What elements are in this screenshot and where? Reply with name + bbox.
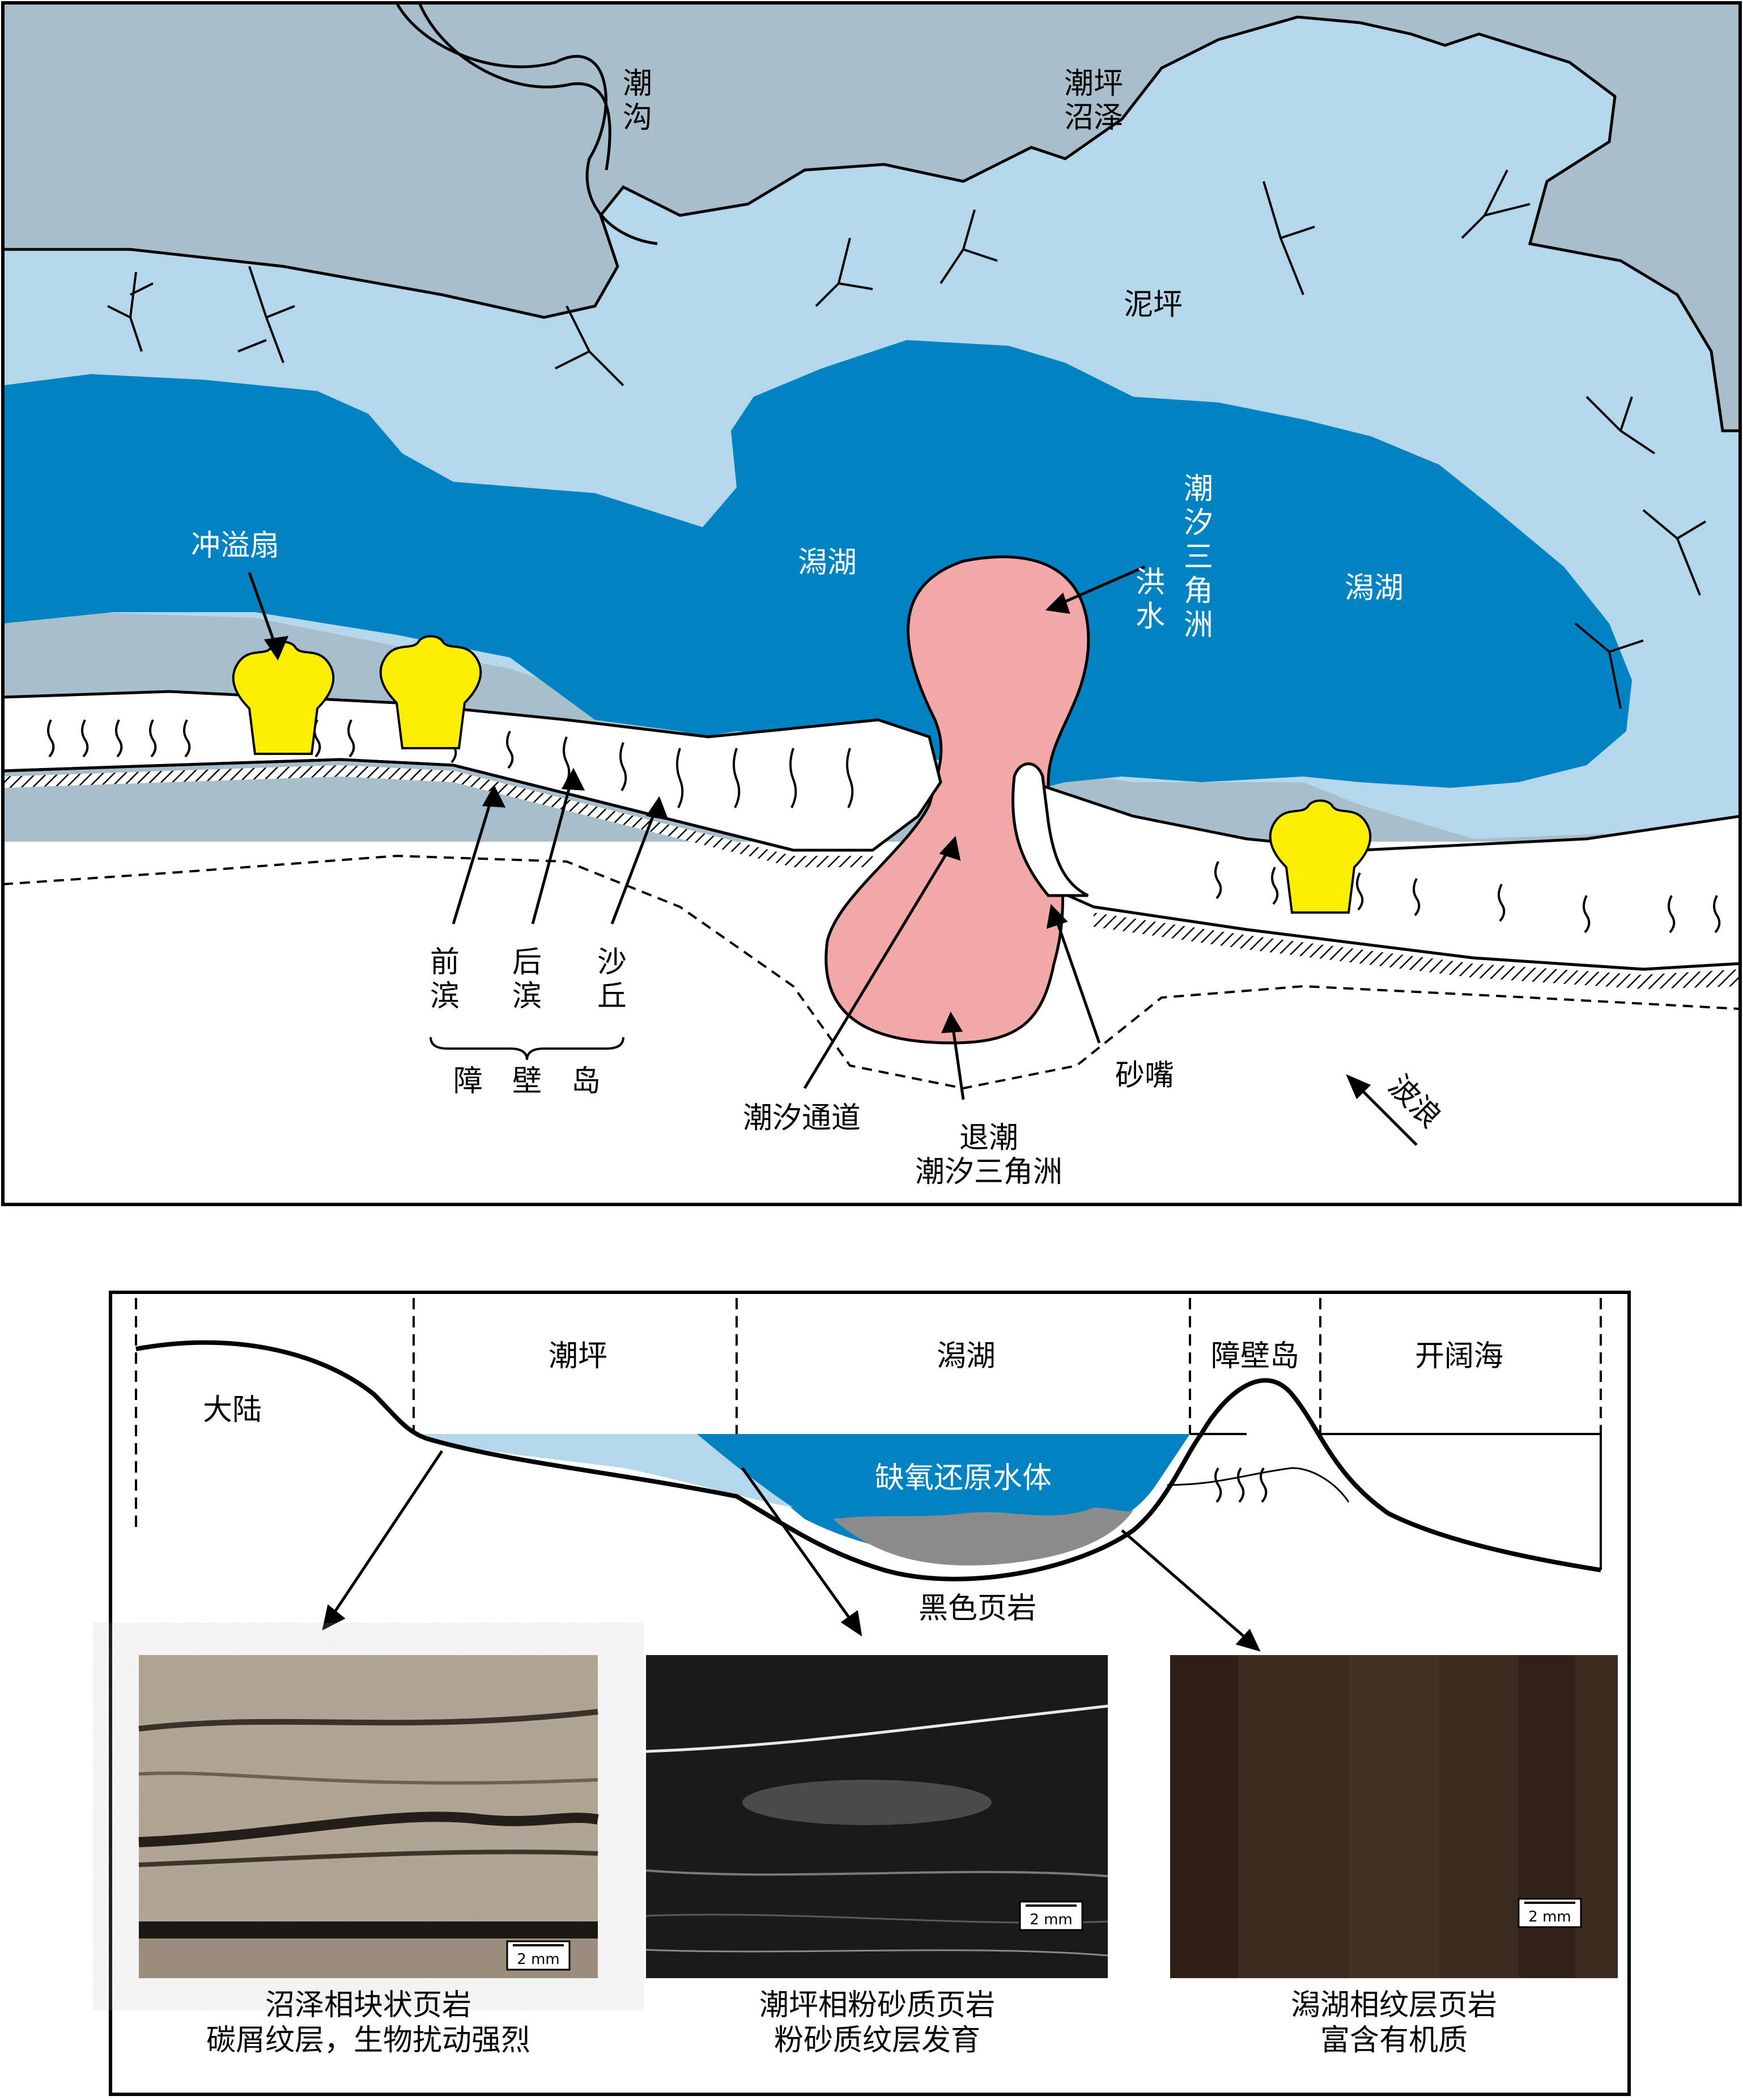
column-label-lagoon: 潟湖 bbox=[937, 1339, 996, 1373]
label-lagoon-left: 潟湖 bbox=[798, 546, 857, 580]
label-tidal-channel: 潮沟 bbox=[623, 67, 652, 135]
offshore-dashed-line bbox=[2, 854, 1741, 1090]
label-dune: 沙丘 bbox=[597, 945, 627, 1013]
scale-bar-1: 2 mm bbox=[517, 1951, 559, 1968]
marsh-boundary bbox=[3, 15, 1740, 432]
photo-tidal-flat-shale: 2 mm bbox=[645, 1655, 1108, 1978]
section-arrows bbox=[322, 1450, 1261, 1652]
shoreline-hatch-right bbox=[1094, 913, 1740, 989]
caption-photo-2: 潮坪相粉砂质页岩粉砂质纹层发育 bbox=[759, 1988, 995, 2057]
label-spit: 砂嘴 bbox=[1115, 1059, 1174, 1093]
tidal-creeks bbox=[107, 169, 1707, 709]
dune-squiggles bbox=[47, 719, 1721, 934]
map-panel: 潮沟 潮坪沼泽 泥坪 潟湖 潟湖 冲溢扇 潮汐三角洲 洪水 前滨 后滨 沙丘 障… bbox=[1, 1, 1742, 1206]
map-arrows bbox=[248, 565, 1418, 1146]
shoreline-hatch-left bbox=[3, 765, 873, 867]
label-backshore: 后滨 bbox=[512, 945, 542, 1013]
spit-shape bbox=[1011, 762, 1089, 897]
label-barrier-island: 障 壁 岛 bbox=[453, 1064, 601, 1098]
label-flood-tidal-delta: 潮汐三角洲 bbox=[1184, 472, 1213, 642]
tidal-flat-water bbox=[414, 1434, 793, 1508]
caption-photo-1: 沼泽相块状页岩碳屑纹层，生物扰动强烈 bbox=[206, 1988, 530, 2057]
label-mainland: 大陆 bbox=[203, 1393, 262, 1427]
lagoon-area bbox=[3, 340, 1632, 794]
barrier-squiggles bbox=[1214, 1467, 1268, 1503]
label-mud-flat: 泥坪 bbox=[1124, 288, 1183, 322]
label-lagoon-right: 潟湖 bbox=[1345, 571, 1404, 605]
scale-bar-3: 2 mm bbox=[1528, 1908, 1571, 1925]
photo-lagoon-shale: 2 mm bbox=[1170, 1655, 1618, 1978]
ground-profile bbox=[135, 1340, 1601, 1581]
column-label-tidal-flat: 潮坪 bbox=[549, 1339, 607, 1373]
section-panel: 潮坪 潟湖 障壁岛 开阔海 大陆 缺氧还原水体 黑色页岩 2 mm bbox=[109, 1291, 1631, 2096]
ebb-tidal-delta-shape bbox=[826, 557, 1089, 1043]
scale-bar-2: 2 mm bbox=[1030, 1911, 1072, 1928]
column-label-barrier-island: 障壁岛 bbox=[1211, 1339, 1299, 1373]
barrier-internal-line bbox=[1167, 1467, 1350, 1503]
column-label-open-sea: 开阔海 bbox=[1415, 1339, 1503, 1373]
label-ebb-tidal-delta: 退潮潮汐三角洲 bbox=[915, 1121, 1062, 1189]
label-tidal-flat-marsh: 潮坪沼泽 bbox=[1064, 67, 1123, 135]
shoreline-left bbox=[2, 758, 873, 852]
label-foreshore: 前滨 bbox=[430, 945, 460, 1013]
washover-fans bbox=[232, 635, 1372, 914]
black-shale-fill bbox=[833, 1508, 1133, 1566]
tidal-channel-line-2 bbox=[418, 2, 611, 171]
label-washover-fan: 冲溢扇 bbox=[191, 529, 279, 563]
label-anoxic-water: 缺氧还原水体 bbox=[875, 1461, 1052, 1495]
label-flood: 洪水 bbox=[1136, 566, 1165, 634]
shoreline-right bbox=[1093, 905, 1741, 971]
label-tidal-inlet: 潮汐通道 bbox=[743, 1101, 861, 1135]
barrier-brace bbox=[430, 1037, 624, 1060]
photo-marsh-shale: 2 mm bbox=[138, 1655, 599, 1978]
label-black-shale: 黑色页岩 bbox=[919, 1592, 1036, 1626]
caption-photo-3: 潟湖相纹层页岩富含有机质 bbox=[1291, 1988, 1497, 2057]
map-frame bbox=[1, 1, 1742, 1206]
column-dividers bbox=[135, 1298, 1602, 1530]
